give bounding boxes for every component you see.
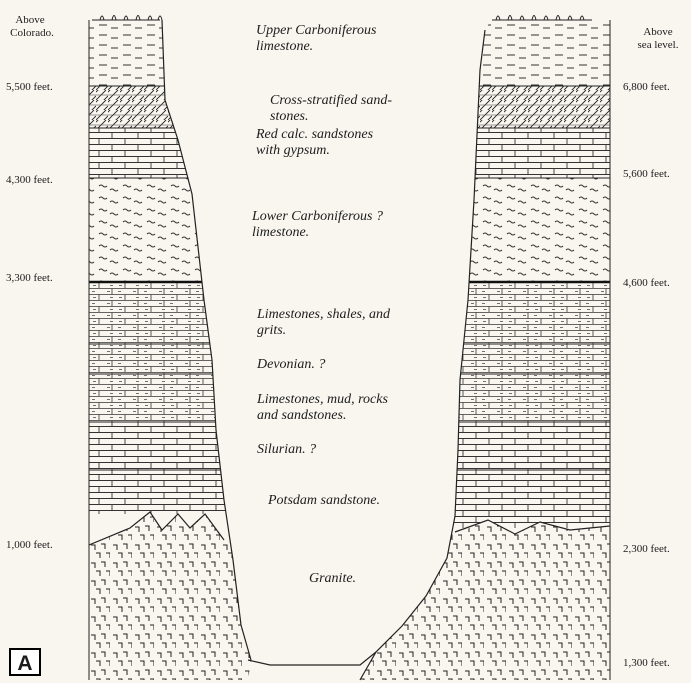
stratum-label-granite: Granite. (309, 571, 356, 587)
left-elevation-label: 1,000 feet. (6, 539, 53, 551)
stratum-label-potsdam: Potsdam sandstone. (268, 493, 380, 509)
right-canyon-wall (360, 20, 610, 683)
left-elevation-label: 5,500 feet. (6, 81, 53, 93)
right-elevation-label: 1,300 feet. (623, 657, 670, 669)
stratum-label-cross-stratified: Cross-stratified sand-stones. (270, 93, 392, 125)
right-elevation-label: 5,600 feet. (623, 168, 670, 180)
left-scale-header-line2: Colorado. (2, 27, 62, 39)
stratum-label-lower-carboniferous: Lower Carboniferous ?limestone. (252, 209, 383, 241)
left-canyon-wall (89, 20, 269, 683)
left-elevation-label: 3,300 feet. (6, 272, 53, 284)
panel-label-badge: A (9, 648, 41, 676)
left-elevation-label: 4,300 feet. (6, 174, 53, 186)
right-scale-header-line1: Above (630, 26, 686, 38)
stratum-label-devonian: Devonian. ? (257, 357, 325, 373)
right-elevation-label: 6,800 feet. (623, 81, 670, 93)
right-scale-header-line2: sea level. (630, 39, 686, 51)
surface-vegetation (92, 16, 592, 21)
right-elevation-label: 2,300 feet. (623, 543, 670, 555)
right-elevation-label: 4,600 feet. (623, 277, 670, 289)
left-scale-header-line1: Above (8, 14, 52, 26)
canyon-floor (248, 652, 376, 665)
stratum-label-silurian: Silurian. ? (257, 442, 316, 458)
